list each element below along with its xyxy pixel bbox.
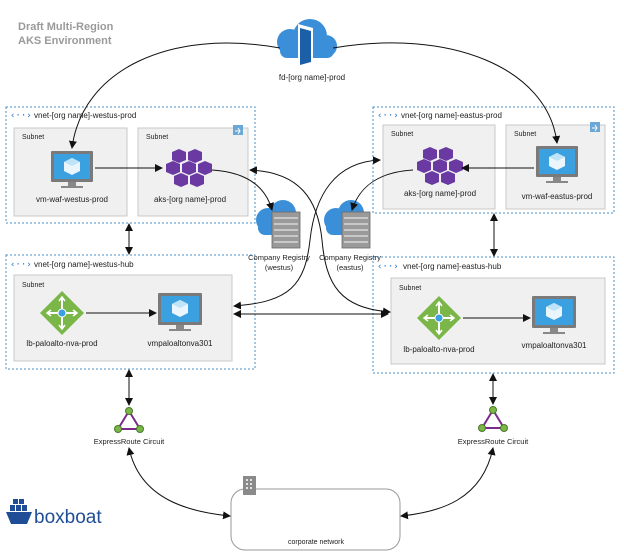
subnet-hub-westus[interactable]: Subnet lb-paloalto-nva-prod vmpaloaltonv… bbox=[13, 274, 233, 362]
front-door[interactable]: fd-[org name]-prod bbox=[277, 19, 345, 82]
subnet-aks-eastus[interactable]: Subnet aks-[org name]-prod bbox=[382, 124, 496, 210]
svg-text:‹··›: ‹··› bbox=[377, 262, 399, 272]
corporate-network-label: corporate network bbox=[288, 539, 345, 546]
aks-cluster-icon bbox=[417, 147, 463, 185]
virtual-machine-icon bbox=[51, 151, 93, 188]
vnet-westus-prod-label: vnet-[org name]-westus-prod bbox=[34, 111, 136, 120]
subnet-hub-eastus[interactable]: Subnet lb-paloalto-nva-prod vmpaloaltonv… bbox=[390, 277, 606, 365]
expressroute-eastus[interactable]: ExpressRoute Circuit bbox=[458, 406, 529, 447]
subnet-delegation-icon bbox=[590, 122, 600, 132]
vm-waf-westus-label: vm-waf-westus-prod bbox=[36, 195, 108, 204]
virtual-machine-icon bbox=[536, 146, 578, 183]
vm-paloalto-westus-label: vmpaloaltonva301 bbox=[148, 339, 213, 348]
aks-westus-label: aks-[org name]-prod bbox=[154, 195, 226, 204]
vnet-icon: ‹··› bbox=[377, 262, 399, 272]
lb-westus-label: lb-paloalto-nva-prod bbox=[26, 339, 97, 348]
boxboat-ship-icon bbox=[6, 499, 32, 524]
connector-er-corp-east bbox=[400, 447, 496, 520]
registry-westus-line2: (westus) bbox=[265, 263, 294, 272]
front-door-icon bbox=[277, 19, 337, 68]
subnet-waf-westus[interactable]: Subnet vm-waf-westus-prod bbox=[13, 127, 128, 217]
brand-name: boxboat bbox=[34, 507, 102, 528]
lb-eastus-label: lb-paloalto-nva-prod bbox=[403, 345, 474, 354]
connector-fd-west bbox=[68, 42, 281, 149]
expressroute-westus[interactable]: ExpressRoute Circuit bbox=[94, 407, 165, 447]
aks-eastus-label: aks-[org name]-prod bbox=[404, 189, 476, 198]
subnet-label: Subnet bbox=[391, 131, 413, 138]
load-balancer-icon bbox=[417, 296, 461, 340]
registry-westus[interactable]: Company Registry (westus) bbox=[248, 200, 310, 272]
subnet-delegation-icon bbox=[233, 125, 243, 135]
front-door-label: fd-[org name]-prod bbox=[279, 73, 345, 82]
subnet-label: Subnet bbox=[514, 131, 536, 138]
building-icon bbox=[243, 476, 256, 495]
registry-westus-line1: Company Registry bbox=[248, 253, 310, 262]
boxboat-logo: boxboat bbox=[6, 499, 102, 528]
svg-text:‹··›: ‹··› bbox=[10, 111, 32, 121]
vm-paloalto-eastus-label: vmpaloaltonva301 bbox=[522, 341, 587, 350]
title-line-2: AKS Environment bbox=[18, 35, 112, 47]
registry-eastus-line1: Company Registry bbox=[319, 253, 381, 262]
vm-waf-eastus-label: vm-waf-eastus-prod bbox=[522, 192, 593, 201]
subnet-aks-westus[interactable]: Subnet aks-[org name]-prod bbox=[137, 125, 249, 217]
diagram-title: Draft Multi-Region AKS Environment bbox=[18, 21, 114, 47]
vnet-icon: ‹··› bbox=[377, 111, 399, 121]
connector-fd-east bbox=[332, 42, 561, 144]
virtual-machine-icon bbox=[158, 293, 202, 331]
subnet-label: Subnet bbox=[22, 282, 44, 289]
expressroute-eastus-label: ExpressRoute Circuit bbox=[458, 437, 529, 446]
corporate-network[interactable]: corporate network bbox=[230, 476, 401, 551]
vnet-icon: ‹··› bbox=[10, 260, 32, 270]
subnet-label: Subnet bbox=[399, 285, 421, 292]
svg-text:‹··›: ‹··› bbox=[377, 111, 399, 121]
connector-east-prod-west-hub bbox=[233, 156, 381, 310]
expressroute-icon bbox=[114, 407, 144, 433]
subnet-label: Subnet bbox=[146, 134, 168, 141]
container-registry-icon bbox=[256, 200, 301, 249]
vnet-eastus-prod-label: vnet-[org name]-eastus-prod bbox=[401, 111, 502, 120]
expressroute-westus-label: ExpressRoute Circuit bbox=[94, 437, 165, 446]
registry-eastus-line2: (eastus) bbox=[336, 263, 364, 272]
expressroute-icon bbox=[478, 406, 508, 432]
connectors bbox=[68, 42, 561, 520]
title-line-1: Draft Multi-Region bbox=[18, 21, 114, 33]
vnet-westus-hub-label: vnet-[org name]-westus-hub bbox=[34, 260, 134, 269]
virtual-machine-icon bbox=[532, 296, 576, 334]
subnet-label: Subnet bbox=[22, 134, 44, 141]
svg-text:‹··›: ‹··› bbox=[10, 260, 32, 270]
load-balancer-icon bbox=[40, 291, 84, 335]
vnet-icon: ‹··› bbox=[10, 111, 32, 121]
vnet-eastus-hub-label: vnet-[org name]-eastus-hub bbox=[403, 262, 502, 271]
container-registry-icon bbox=[324, 200, 371, 249]
registry-eastus[interactable]: Company Registry (eastus) bbox=[319, 200, 381, 272]
aks-cluster-icon bbox=[166, 149, 212, 187]
connector-er-corp-west bbox=[126, 447, 231, 520]
